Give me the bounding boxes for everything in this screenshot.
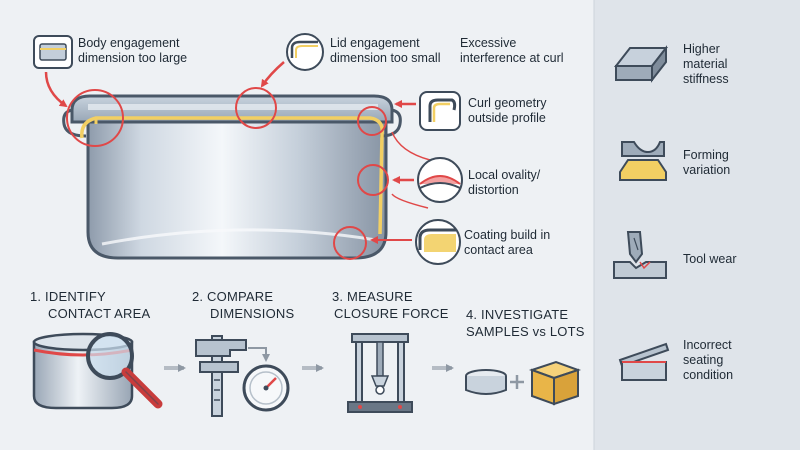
caliper-and-gauge-icon xyxy=(195,335,290,417)
lid-engagement-arrow xyxy=(260,61,285,88)
body-engagement-marker xyxy=(66,89,124,147)
formed-part-icon xyxy=(619,141,667,181)
coating-thumb xyxy=(415,219,461,265)
curl-geometry-thumb xyxy=(419,91,461,131)
body-engagement-thumb xyxy=(33,35,73,69)
ovality-marker xyxy=(357,164,389,196)
coating-marker xyxy=(333,226,367,260)
step-2-title: 2. COMPARE DIMENSIONS xyxy=(192,289,295,321)
worn-tool-icon xyxy=(613,231,667,279)
ovality-thumb xyxy=(417,157,463,203)
factor-forming-variation: Forming variation xyxy=(683,148,731,177)
tilted-lid-icon xyxy=(618,342,670,381)
body-engagement-arrow xyxy=(44,71,68,108)
lid-engagement-marker xyxy=(235,87,277,129)
factor-tool-wear: Tool wear xyxy=(683,252,737,266)
step-4-title: 4. INVESTIGATE SAMPLES vs LOTS xyxy=(466,307,585,339)
local-ovality-callout: Local ovality/ distortion xyxy=(468,168,541,197)
curl-geometry-marker xyxy=(357,106,387,136)
coating-build-callout: Coating build in contact area xyxy=(464,228,551,257)
force-tester-icon xyxy=(347,333,413,413)
excessive-interference-callout: Excessive interference at curl xyxy=(460,36,564,65)
step-1-title: 1. IDENTIFY CONTACT AREA xyxy=(30,289,151,321)
sample-and-box-icon xyxy=(465,360,582,406)
magnifier-over-can-icon xyxy=(32,332,163,410)
lid-engagement-thumb xyxy=(286,33,324,71)
curl-geometry-callout: Curl geometry outside profile xyxy=(468,96,547,125)
lid-engagement-callout: Lid engagement dimension too small xyxy=(330,36,441,65)
factor-incorrect-seating: Incorrect seating condition xyxy=(683,338,734,382)
body-engagement-callout: Body engagement dimension too large xyxy=(78,36,188,65)
step-3-title: 3. MEASURE CLOSURE FORCE xyxy=(332,289,449,321)
metal-block-icon xyxy=(613,45,669,83)
main-can-illustration xyxy=(62,94,402,260)
factor-material-stiffness: Higher material stiffness xyxy=(683,42,729,86)
